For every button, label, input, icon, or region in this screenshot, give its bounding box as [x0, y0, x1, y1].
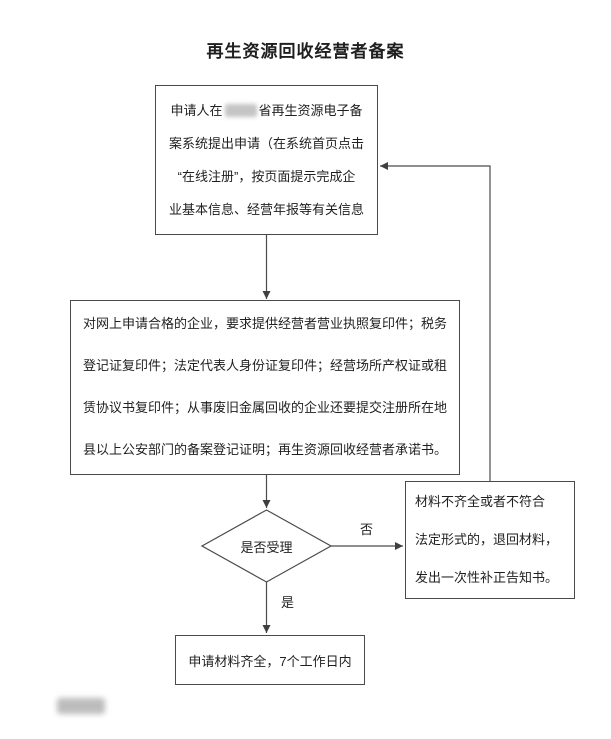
text-line: 申请人在 省再生资源电子备: [156, 94, 377, 127]
text-segment: 省再生资源电子备: [258, 103, 363, 118]
materials-requirement-box: 对网上申请合格的企业，要求提供经营者营业执照复印件；税务 登记证复印件；法定代表…: [70, 300, 460, 475]
text-line: 赁协议书复印件；从事废旧金属回收的企业还要提交注册所在地: [83, 400, 448, 415]
acceptance-result-box: 申请材料齐全，7个工作日内: [175, 635, 365, 685]
branch-label-no: 否: [360, 522, 374, 537]
text-line: 材料不齐全或者不符合: [415, 494, 546, 509]
redaction-blur-bottom: [57, 698, 105, 714]
text-line: “在线注册”，按页面提示完成企: [177, 169, 356, 184]
text-line: 业基本信息、经营年报等有关信息: [168, 202, 364, 217]
text-line: 县以上公安部门的备案登记证明；再生资源回收经营者承诺书。: [83, 442, 448, 457]
text-segment: 申请人在: [170, 103, 223, 118]
text-line: 案系统提出申请（在系统首页点击: [168, 136, 364, 151]
text-line: 对网上申请合格的企业，要求提供经营者营业执照复印件；税务: [83, 316, 448, 331]
text-line: 法定形式的，退回材料，: [415, 532, 559, 547]
branch-label-yes: 是: [281, 595, 295, 610]
page-title: 再生资源回收经营者备案: [206, 42, 405, 62]
rejection-notice-box: 材料不齐全或者不符合 法定形式的，退回材料， 发出一次性补正告知书。: [405, 481, 575, 599]
text-line: 发出一次性补正告知书。: [415, 570, 559, 585]
redaction-blur: [224, 104, 257, 117]
acceptance-decision-label: 是否受理: [240, 539, 293, 555]
text-line: 登记证复印件；法定代表人身份证复印件；经营场所产权证或租: [83, 358, 448, 373]
online-application-box: 申请人在 省再生资源电子备 案系统提出申请（在系统首页点击 “在线注册”，按页面提…: [155, 85, 378, 235]
